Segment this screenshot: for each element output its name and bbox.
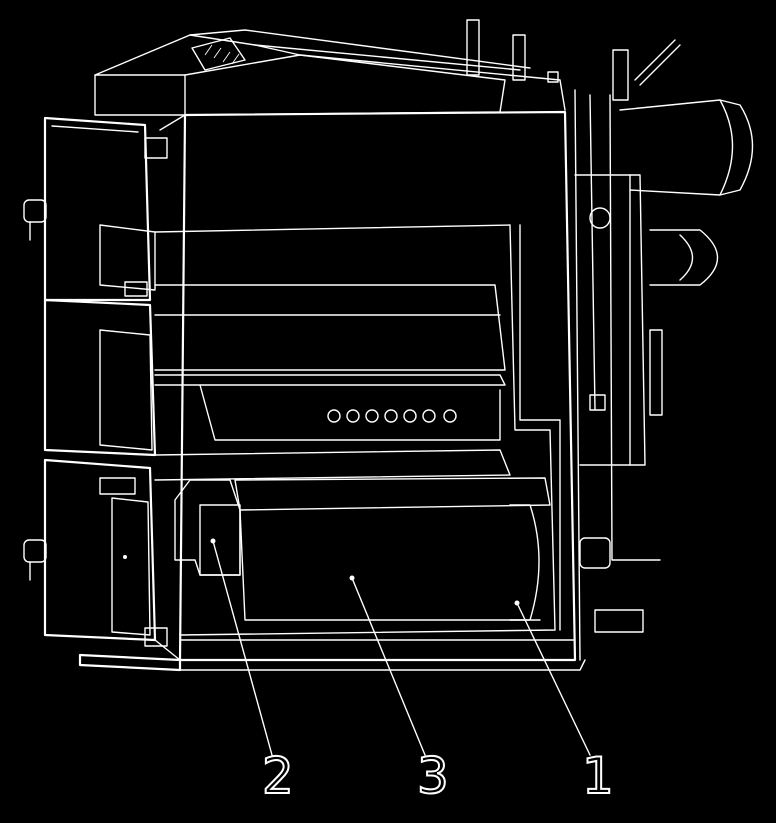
rear-fittings	[579, 394, 644, 633]
boiler-casing	[154, 110, 577, 662]
top-pipe-stubs	[466, 19, 559, 83]
callout-3: 3	[417, 747, 449, 805]
callout-2: 2	[262, 747, 294, 805]
flue-outlet	[619, 99, 754, 196]
valve-lever	[612, 39, 681, 101]
upper-door	[43, 116, 156, 302]
nozzle-block	[174, 479, 241, 576]
turbulator-cylinder	[509, 504, 540, 621]
nameplate	[191, 37, 246, 71]
fan-motor	[649, 229, 718, 286]
sloped-partition	[154, 449, 511, 481]
callout-leaders	[212, 540, 591, 756]
upper-door-handle	[23, 199, 47, 241]
fuel-chamber-baffle	[154, 284, 506, 386]
lower-door-handle	[23, 539, 47, 581]
rear-flue-assembly	[574, 89, 663, 661]
base-frame	[78, 639, 586, 672]
middle-door	[43, 298, 157, 457]
nozzle-bar	[199, 384, 501, 441]
lower-door	[43, 458, 157, 642]
callout-1: 1	[582, 747, 614, 805]
combustion-chamber	[234, 477, 551, 621]
boiler-top-cover	[94, 29, 566, 116]
inner-chamber	[154, 224, 561, 636]
door-hinges	[99, 137, 168, 647]
